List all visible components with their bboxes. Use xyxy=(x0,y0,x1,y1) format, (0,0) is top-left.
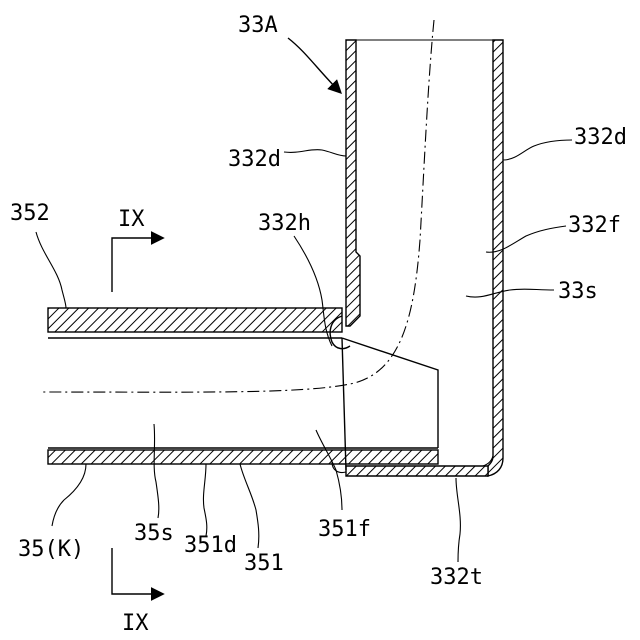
label-351f: 351f xyxy=(318,517,371,542)
section-mark-top xyxy=(112,238,162,292)
label-332f: 332f xyxy=(568,213,621,238)
section-mark-bottom xyxy=(112,548,162,594)
label-IX-top: IX xyxy=(118,207,145,232)
arrow-33A xyxy=(288,38,340,92)
label-351: 351 xyxy=(244,551,284,576)
label-33A: 33A xyxy=(238,13,278,38)
label-332h: 332h xyxy=(258,211,311,236)
lower-wall-351 xyxy=(48,450,438,464)
label-332d-left: 332d xyxy=(228,147,281,172)
label-35K: 35(K) xyxy=(18,537,84,562)
label-351d: 351d xyxy=(184,533,237,558)
bottom-wall-332t xyxy=(346,466,488,476)
label-35s: 35s xyxy=(134,521,174,546)
pipe-35 xyxy=(48,308,438,473)
leader-lines xyxy=(36,140,572,562)
left-wall-332d xyxy=(346,40,360,326)
container-33A xyxy=(346,40,503,476)
label-IX-bottom: IX xyxy=(122,611,149,636)
upper-wall-352 xyxy=(48,308,342,332)
label-33s: 33s xyxy=(558,279,598,304)
label-332t: 332t xyxy=(430,565,483,590)
right-wall-332d xyxy=(488,40,503,476)
flow-line xyxy=(40,20,434,392)
label-332d-right: 332d xyxy=(574,125,627,150)
label-352: 352 xyxy=(10,201,50,226)
